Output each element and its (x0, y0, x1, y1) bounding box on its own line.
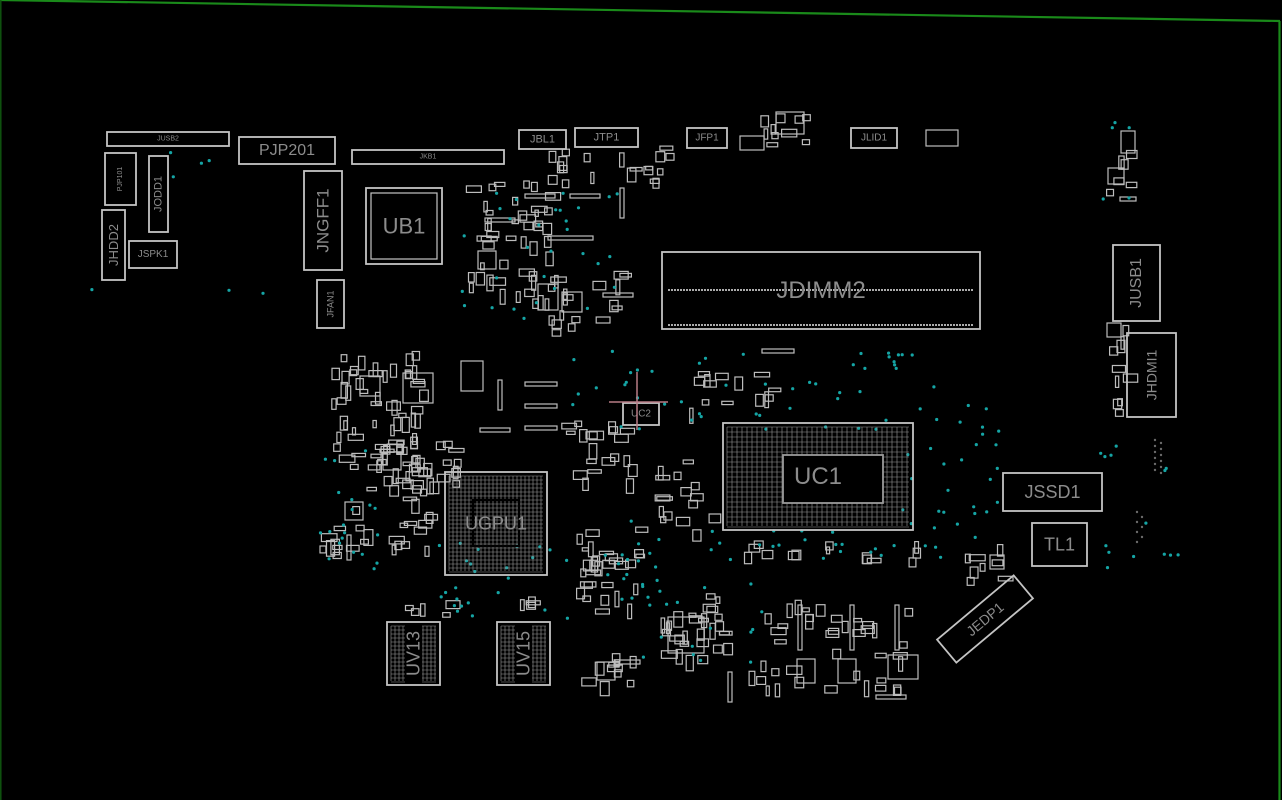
component-jodd1[interactable] (148, 155, 169, 233)
label-jbl1: JBL1 (530, 134, 555, 146)
component-jhdd2[interactable] (101, 209, 126, 281)
label-jodd1: JODD1 (153, 176, 165, 212)
component-jedp1[interactable] (935, 574, 1035, 664)
component-jtp1[interactable] (574, 127, 639, 148)
label-uv15: UV15 (514, 631, 534, 676)
label-jssd1: JSSD1 (1024, 482, 1080, 502)
label-jkb1: JKB1 (420, 154, 437, 161)
label-jfp1: JFP1 (695, 133, 719, 144)
label-ugpu1: UGPU1 (465, 514, 527, 534)
component-uv15[interactable] (496, 621, 551, 686)
component-jfan1[interactable] (316, 279, 345, 329)
component-pjp201[interactable] (238, 136, 336, 165)
component-jkb1[interactable] (351, 149, 505, 165)
component-ub1[interactable] (365, 187, 443, 265)
component-jbl1[interactable] (518, 129, 567, 150)
label-jdimm2: JDIMM2 (776, 277, 865, 304)
label-tl1: TL1 (1044, 535, 1075, 555)
component-uc1[interactable] (722, 422, 914, 531)
component-jlid1[interactable] (850, 127, 898, 149)
component-uc2[interactable] (622, 402, 660, 426)
label-jlid1: JLID1 (861, 133, 888, 144)
component-jfp1[interactable] (686, 127, 728, 149)
label-jedp1: JEDP1 (963, 599, 1007, 639)
component-tl1[interactable] (1031, 522, 1088, 567)
label-uc1: UC1 (794, 463, 842, 490)
component-ugpu1[interactable] (444, 471, 548, 576)
label-pjp101: PJP101 (117, 167, 124, 192)
label-uc2: UC2 (631, 409, 651, 420)
label-ub1: UB1 (383, 214, 426, 239)
label-jhdd2: JHDD2 (106, 224, 121, 266)
component-pjp101[interactable] (104, 152, 137, 206)
component-jngff1[interactable] (303, 170, 343, 271)
label-jspk1: JSPK1 (138, 249, 169, 260)
component-jssd1[interactable] (1002, 472, 1103, 512)
small-smd-components (319, 111, 1139, 703)
label-uv13: UV13 (404, 631, 424, 676)
major-components (101, 127, 1177, 686)
label-jtp1: JTP1 (594, 132, 620, 144)
component-jhdmi1[interactable] (1126, 332, 1177, 418)
label-jngff1: JNGFF1 (314, 188, 333, 252)
component-jusb1[interactable] (1112, 244, 1161, 322)
component-jusb2[interactable] (106, 131, 230, 147)
crosshair-cursor (609, 372, 668, 430)
component-uv13[interactable] (386, 621, 441, 686)
via-dots (90, 121, 1180, 664)
component-jdimm2[interactable] (661, 251, 981, 330)
label-jfan1: JFAN1 (326, 290, 336, 317)
component-jspk1[interactable] (128, 240, 178, 269)
label-jhdmi1: JHDMI1 (1144, 350, 1160, 401)
label-jusb2: JUSB2 (157, 136, 179, 143)
label-pjp201: PJP201 (259, 142, 315, 159)
label-jusb1: JUSB1 (1128, 258, 1145, 308)
